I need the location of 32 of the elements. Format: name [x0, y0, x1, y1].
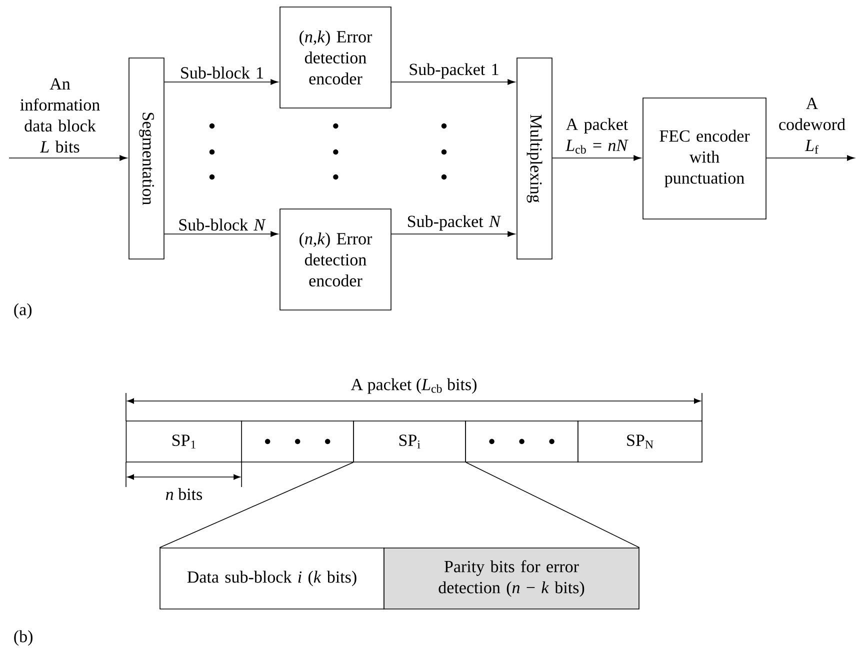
edge-label: A packet L$_{cb}$ = nN: [565, 118, 628, 154]
parity-field: Parity bits for error detection (n − k bits): [384, 548, 640, 610]
edge-label: Sub-packet 1: [410, 63, 498, 79]
encoder-box: FEC encoder with punctuation: [642, 98, 766, 220]
edge-label: Sub-block 1: [181, 66, 263, 79]
arrow: [391, 231, 516, 237]
edge-label: A codeword L$_{f}$: [779, 98, 846, 154]
arrow: [164, 79, 278, 85]
dimension-label: A packet (L$_{cb}$ bits): [350, 378, 476, 394]
panel-label: (b): [14, 630, 32, 646]
arrow: [766, 155, 855, 161]
ellipsis-cell: [241, 420, 354, 462]
panel-label: (a): [14, 303, 32, 319]
multiplexer-block: Multiplexing: [516, 58, 552, 260]
arrow: [391, 79, 516, 85]
edge-label: Sub-block N: [179, 218, 266, 231]
edge-label: An information data block L bits: [20, 78, 100, 153]
connector-line: [159, 462, 354, 548]
arrow: [8, 155, 128, 161]
encoder-box: (n,k) Error detection encoder: [280, 208, 392, 310]
encoder-box: (n,k) Error detection encoder: [280, 6, 392, 108]
edge-label: Sub-packet N: [408, 215, 502, 231]
dimension-label: n bits: [166, 488, 202, 500]
data-field: Data sub-block i (k bits): [160, 548, 384, 610]
segmentation-block: Segmentation: [128, 58, 164, 260]
subpacket-cell: SP$_{1}$: [126, 420, 242, 462]
subpacket-cell: SP$_{N}$: [578, 420, 702, 462]
arrow: [164, 231, 278, 237]
ellipsis-cell: [465, 420, 578, 462]
connector-line: [466, 462, 640, 548]
subpacket-cell: SP$_{i}$: [353, 420, 466, 462]
arrow: [552, 155, 642, 161]
